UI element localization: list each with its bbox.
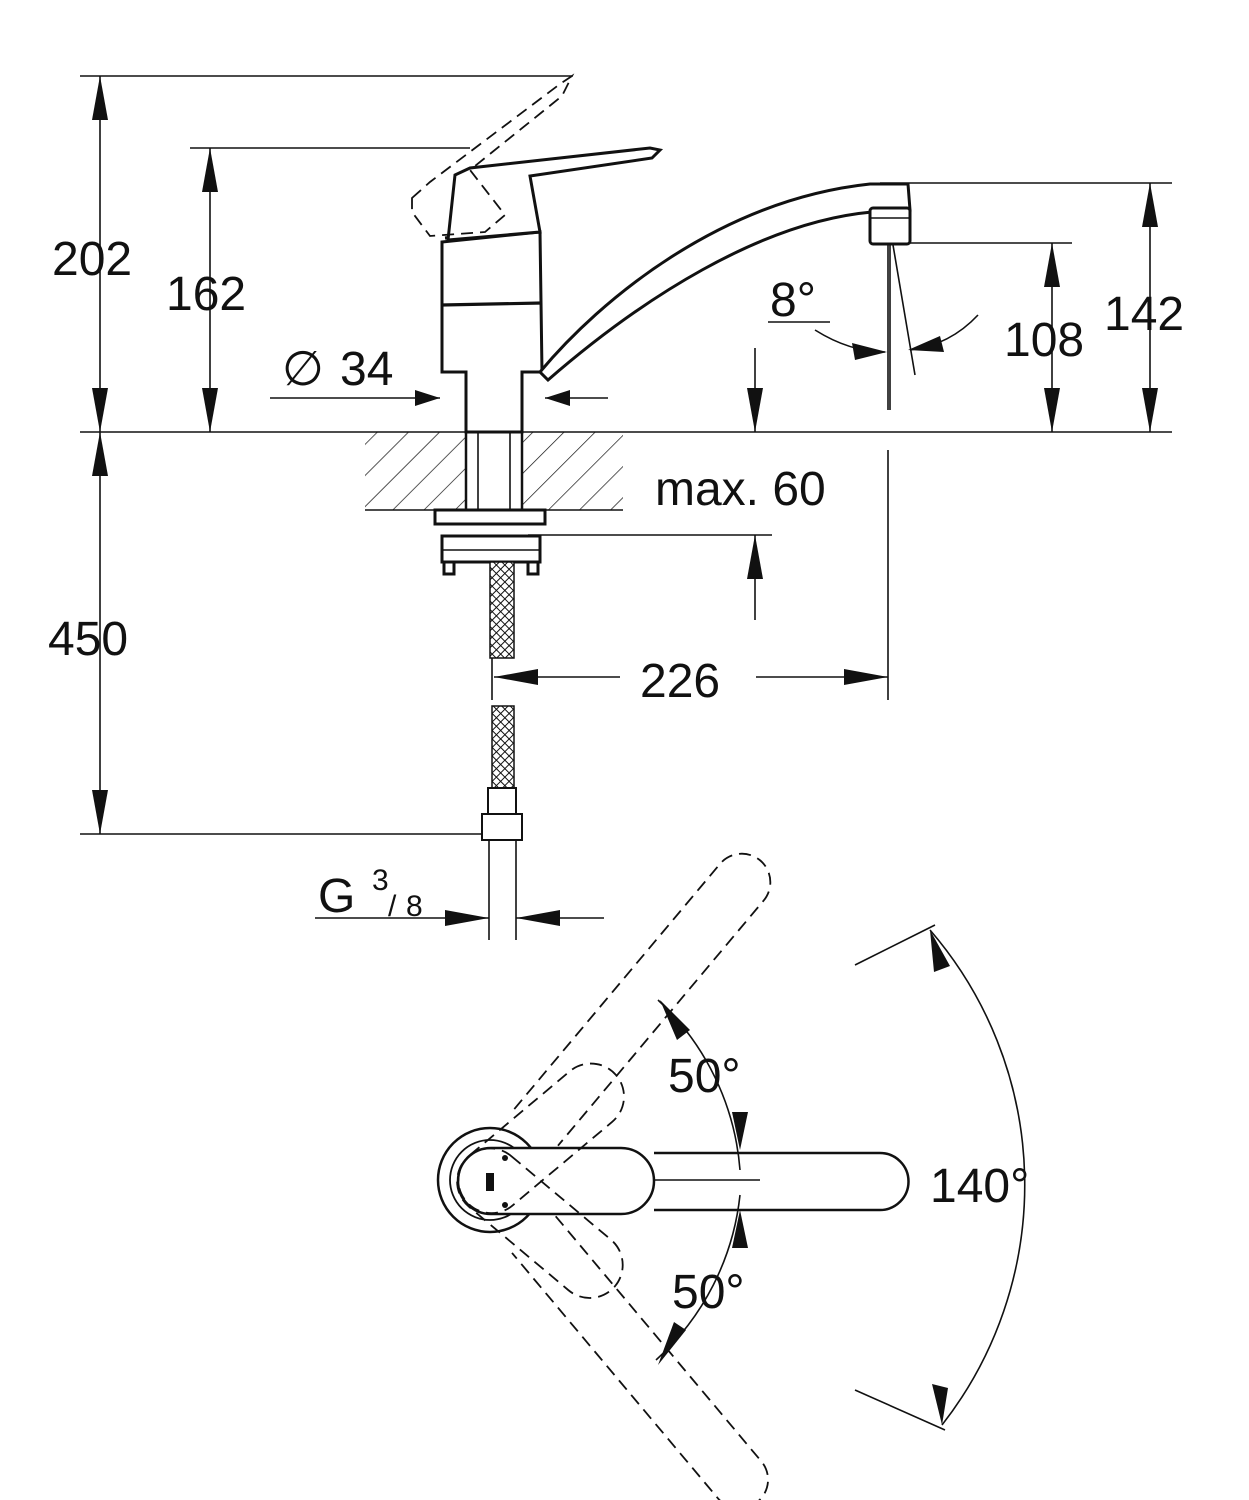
- label-diameter-symbol: ∅: [282, 343, 324, 396]
- label-height-spout: 142: [1104, 288, 1184, 341]
- label-height-total: 202: [52, 233, 132, 286]
- label-spout-angle: 8°: [770, 274, 816, 327]
- label-max-thickness: max. 60: [655, 463, 826, 516]
- label-swing-left: 50°: [668, 1050, 741, 1103]
- label-hose-length: 450: [48, 613, 128, 666]
- dimension-lines: [92, 76, 1158, 926]
- label-thread-den: 8: [406, 890, 423, 923]
- label-spout-reach: 226: [640, 655, 720, 708]
- label-diameter-value: 34: [340, 343, 393, 396]
- tap-body: [411, 73, 916, 940]
- label-thread-letter: G: [318, 870, 355, 923]
- label-swing-total: 140°: [930, 1160, 1029, 1213]
- top-view: 50° 50° 140°: [436, 852, 1029, 1500]
- label-height-aerator: 108: [1004, 314, 1084, 367]
- label-swing-right: 50°: [672, 1266, 745, 1319]
- label-thread-slash: /: [388, 890, 397, 923]
- label-thread-num: 3: [372, 864, 389, 897]
- side-view: 202 162 ∅ 34 8° 108 142 max. 60 450 226 …: [48, 73, 1184, 940]
- hose-upper: [489, 561, 515, 659]
- label-height-lever: 162: [166, 268, 246, 321]
